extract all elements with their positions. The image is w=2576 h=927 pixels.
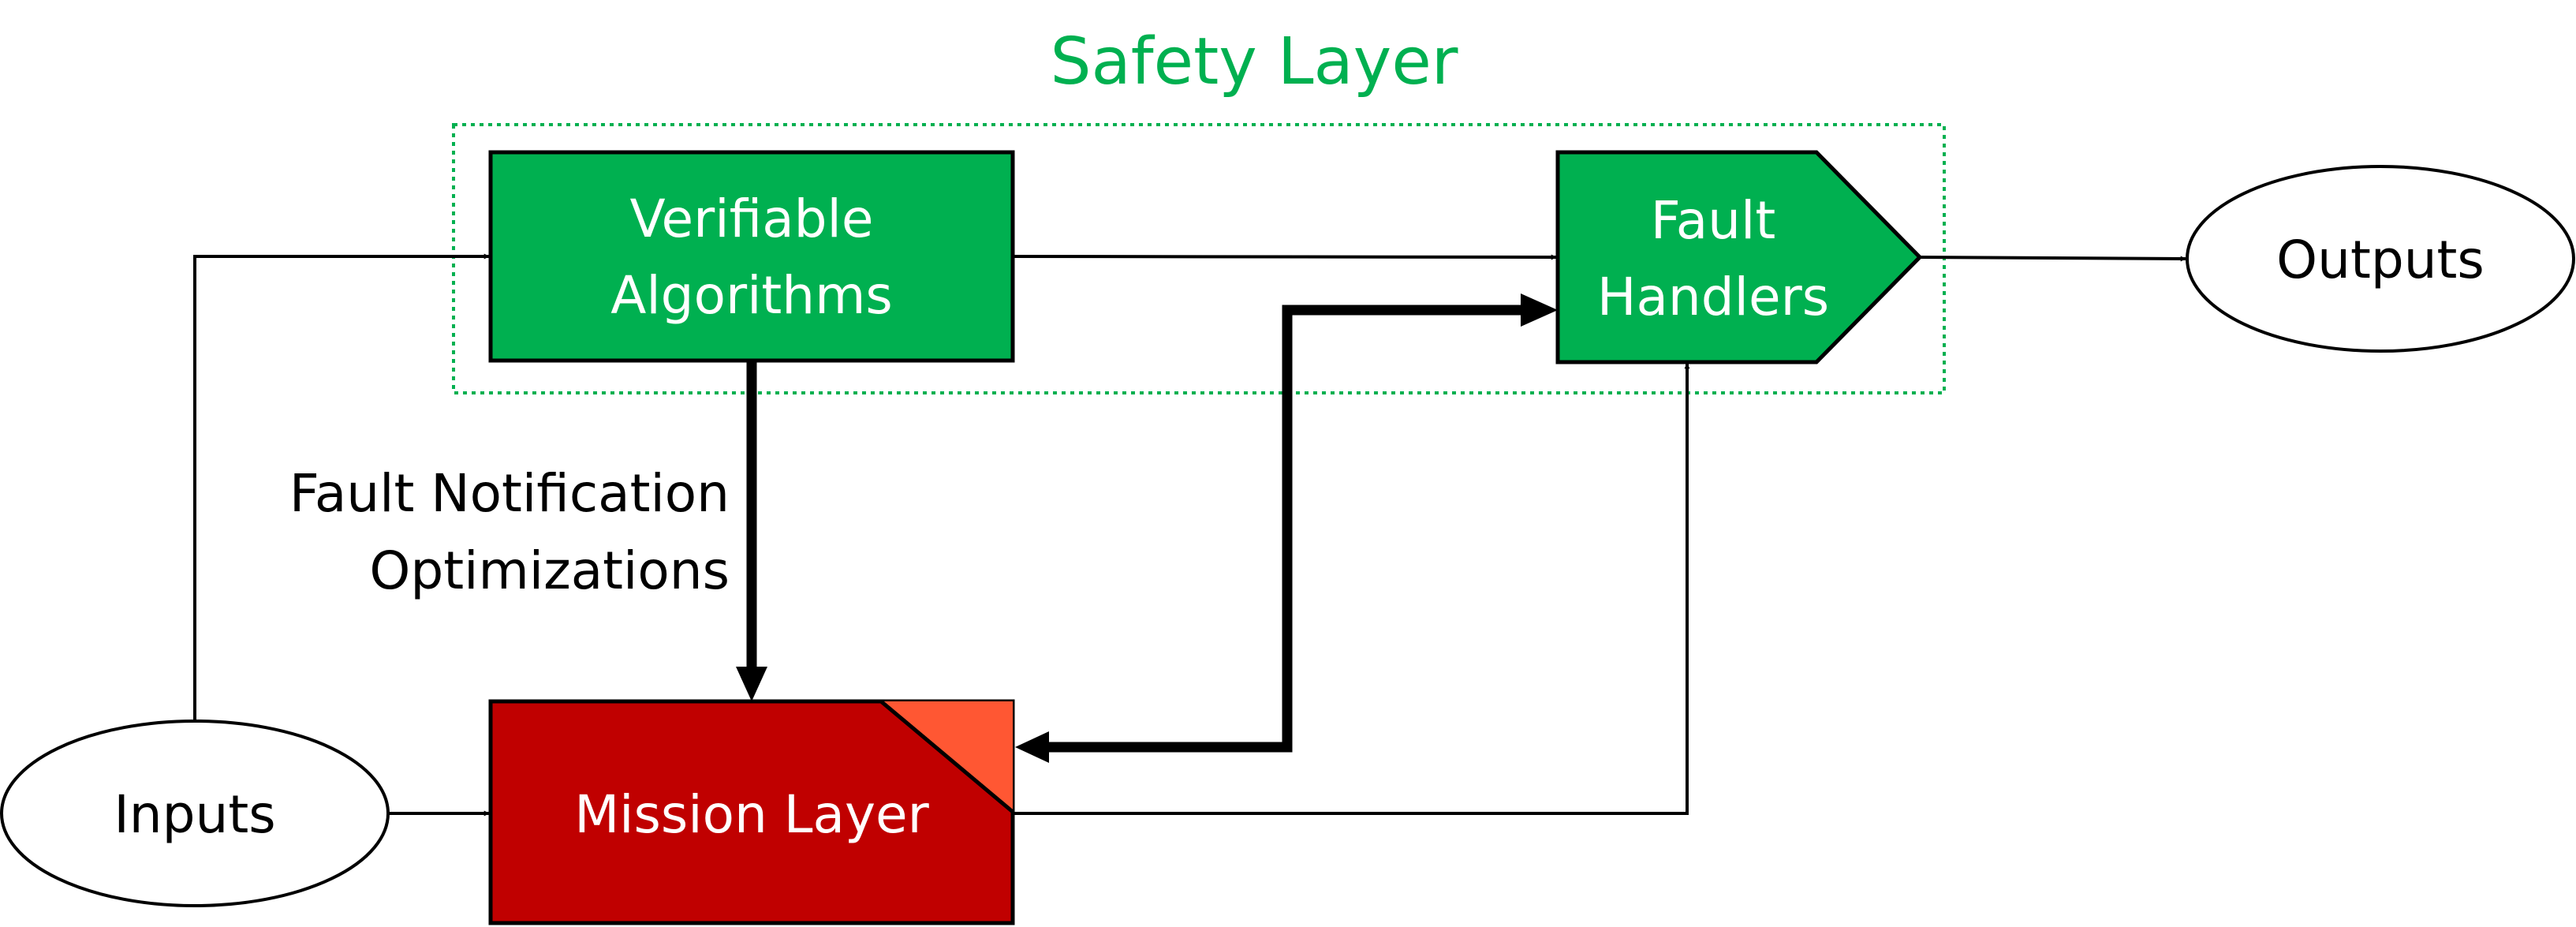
fault-handlers-shape: [1555, 150, 1923, 364]
fault-handlers-label-line2: Handlers: [1597, 267, 1829, 327]
edge-mission-to-fault-handlers: [1013, 363, 1690, 815]
mission-layer-label: Mission Layer: [574, 784, 929, 845]
outputs-ellipse: [2186, 165, 2575, 353]
outputs-label: Outputs: [2276, 230, 2485, 290]
edge-fault-handlers-to-outputs: [1919, 256, 2186, 262]
outputs-node: Outputs: [2186, 165, 2575, 353]
edge-verifiable-to-mission: [736, 361, 767, 701]
edge-mission-fault-handlers-bidirectional: [1015, 293, 1558, 763]
edge-verifiable-to-fault-handlers: [1012, 254, 1557, 260]
mission-layer-fold-line: [879, 700, 1014, 813]
fault-notification-label: Fault Notification: [289, 463, 730, 524]
edge-verifiable-to-mission-arrowhead: [736, 667, 767, 701]
edge-inputs-to-verifiable: [193, 253, 490, 721]
mission-layer-node: Mission Layer: [488, 699, 1015, 925]
verifiable-algorithms-box: [488, 150, 1015, 363]
bidirectional-arrowhead-left: [1015, 731, 1049, 763]
verifiable-algorithms-label-line2: Algorithms: [610, 265, 893, 326]
optimizations-label: Optimizations: [369, 540, 730, 601]
inputs-node: Inputs: [0, 720, 390, 907]
fault-handlers-node: Fault Handlers: [1555, 150, 1923, 364]
inputs-label: Inputs: [114, 784, 275, 845]
safety-layer-title: Safety Layer: [1051, 24, 1458, 99]
verifiable-algorithms-node: Verifiable Algorithms: [488, 150, 1015, 363]
verifiable-algorithms-label-line1: Verifiable: [630, 189, 874, 249]
fault-handlers-label-line1: Fault: [1651, 190, 1775, 251]
bidirectional-arrowhead-right: [1521, 293, 1558, 327]
